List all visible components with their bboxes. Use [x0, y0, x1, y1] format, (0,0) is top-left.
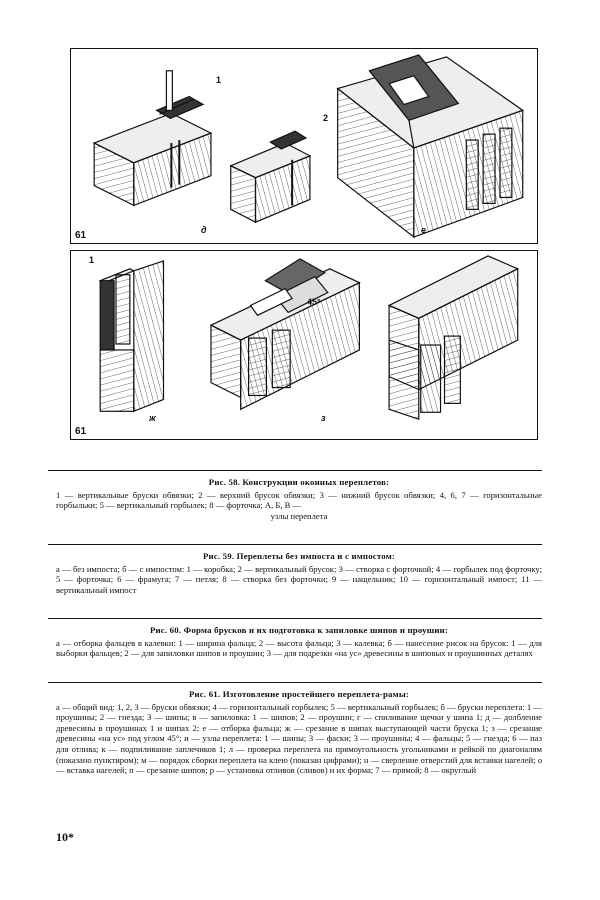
panel-letter-z: з [321, 413, 326, 423]
caption-tail: узлы переплета [270, 510, 328, 521]
caption-body: 1 — вертикальные бруски обвязки; 2 — вер… [56, 489, 542, 511]
caption-body: а — общий вид: 1, 2, 3 — бруски обвязки;… [56, 701, 542, 776]
panel-letter-zh: ж [149, 413, 156, 423]
callout-1-bottom: 1 [89, 255, 95, 265]
callout-2: 2 [323, 113, 329, 123]
caption-title: Рис. 60. Форма брусков и их подготовка к… [149, 625, 449, 635]
panel-letter-e: е [421, 225, 427, 235]
caption-divider [48, 618, 542, 619]
caption-title: Рис. 59. Переплеты без импоста и с импос… [202, 551, 396, 561]
caption-body: а — без импоста; б — с импостом: 1 — кор… [56, 563, 542, 595]
panel-joint [387, 255, 520, 421]
caption-title: Рис. 58. Конструкции оконных переплетов: [208, 477, 390, 487]
figure-bottom: 1 45° ж з 61 [70, 250, 538, 440]
figure-top: 1 2 д е 61 [70, 48, 538, 244]
caption-divider [48, 682, 542, 683]
caption-fig-59: Рис. 59. Переплеты без импоста и с импос… [56, 551, 542, 595]
panel-zh-bar [98, 260, 165, 413]
panel-d-part [229, 130, 312, 224]
joinery-illustration-bottom [98, 255, 520, 421]
panel-d-block [92, 70, 213, 207]
panel-z-bars [209, 258, 361, 411]
page-number: 10* [56, 830, 74, 844]
panel-letter-d: д [201, 225, 207, 235]
callout-1: 1 [216, 75, 222, 85]
joinery-illustration-top [92, 54, 525, 239]
caption-fig-60: Рис. 60. Форма брусков и их подготовка к… [56, 625, 542, 659]
panel-e-plane [336, 54, 525, 239]
caption-fig-61: Рис. 61. Изготовление простейшего перепл… [56, 689, 542, 776]
caption-divider [48, 544, 542, 545]
figure-number-bottom: 61 [75, 426, 87, 437]
figure-number-top: 61 [75, 230, 87, 241]
callout-45-degrees: 45° [307, 297, 321, 307]
caption-body: а — отборка фальцев в калевки: 1 — ширин… [56, 637, 542, 659]
caption-fig-58: Рис. 58. Конструкции оконных переплетов:… [56, 477, 542, 521]
caption-title: Рис. 61. Изготовление простейшего перепл… [188, 689, 410, 699]
caption-divider [48, 470, 542, 471]
